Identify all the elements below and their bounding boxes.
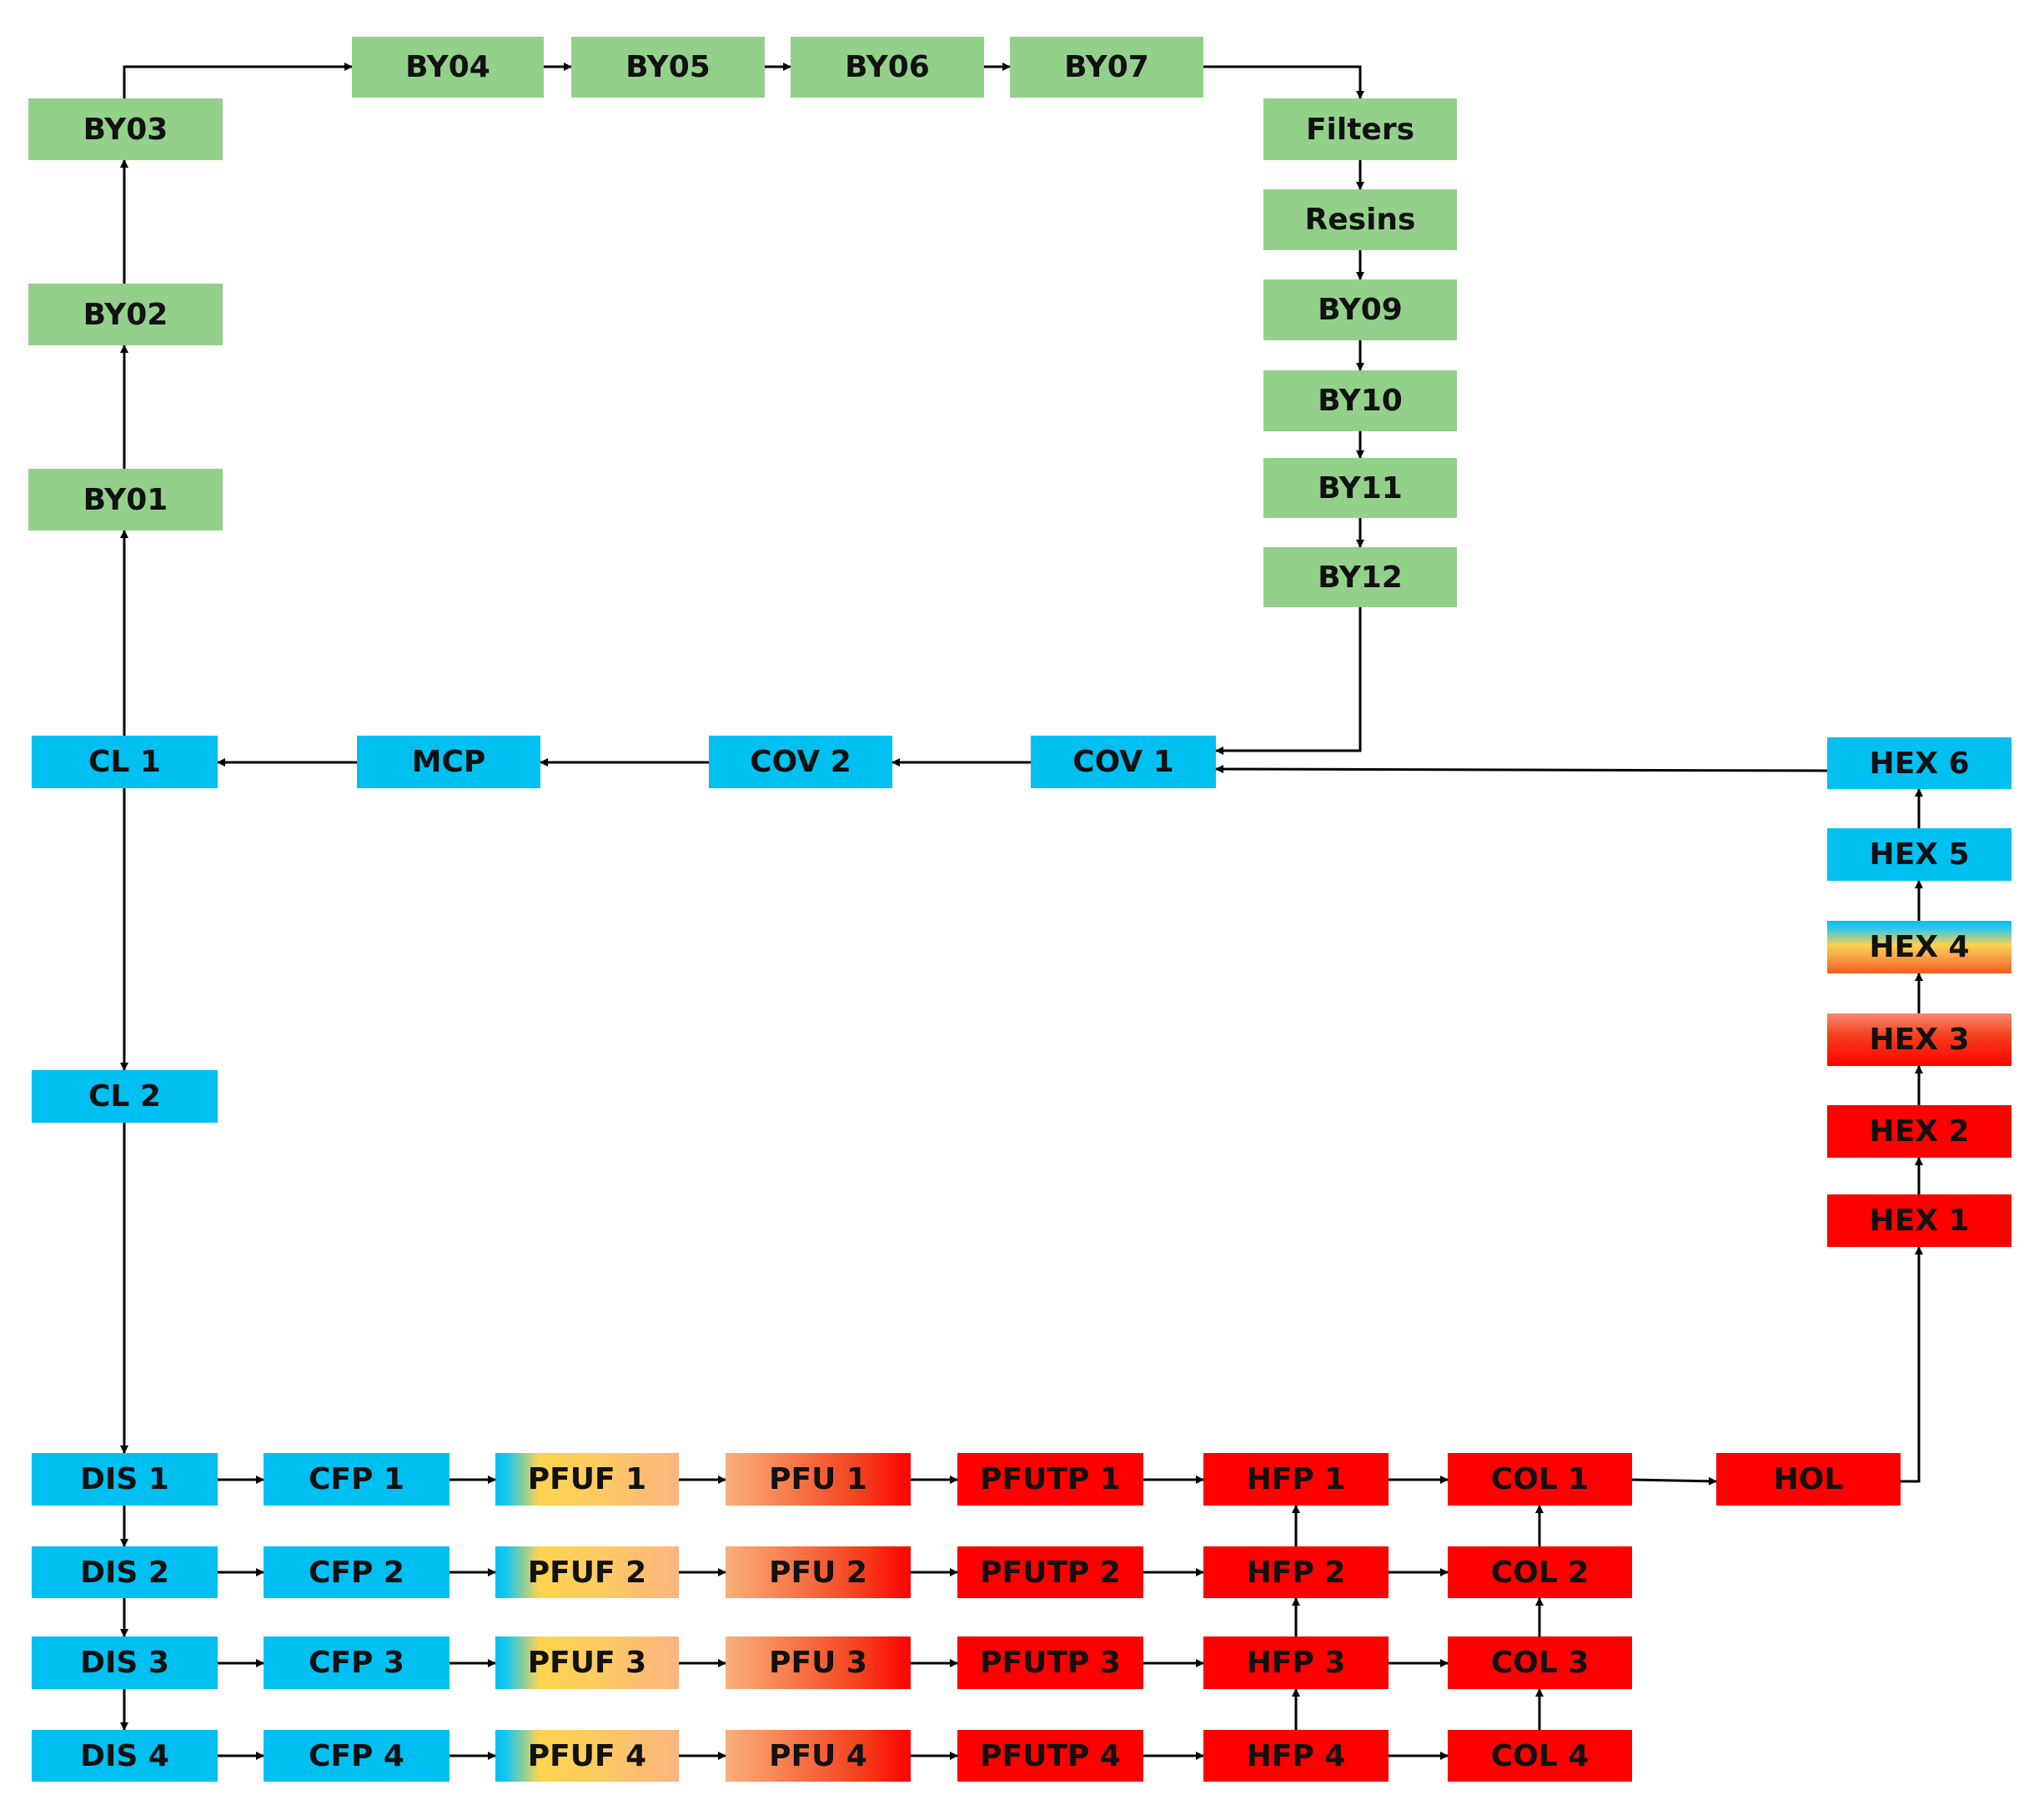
node-cov1: COV 1 [1031, 736, 1216, 788]
node-by09: BY09 [1263, 279, 1457, 340]
node-cov2: COV 2 [709, 736, 892, 788]
node-hex4: HEX 4 [1827, 921, 2011, 973]
node-by04: BY04 [352, 37, 544, 98]
node-pfuf2: PFUF 2 [495, 1546, 679, 1598]
node-hex2: HEX 2 [1827, 1105, 2011, 1158]
node-dis1: DIS 1 [32, 1453, 218, 1506]
node-pfu4: PFU 4 [726, 1730, 911, 1782]
node-by06: BY06 [791, 37, 984, 98]
arrow-by07-to-filters [1203, 65, 1364, 99]
node-hfp2: HFP 2 [1203, 1546, 1389, 1598]
node-cfp2: CFP 2 [264, 1546, 449, 1598]
node-filters: Filters [1263, 98, 1457, 160]
arrow-hol-to-hex1 [1901, 1246, 1923, 1483]
arrow-hex6-to-cov1 [1215, 765, 1828, 774]
node-by01: BY01 [28, 469, 223, 530]
node-by12: BY12 [1263, 547, 1457, 607]
arrow-by03-to-by04 [123, 63, 353, 98]
node-pfuf1: PFUF 1 [495, 1453, 679, 1506]
node-pfu2: PFU 2 [726, 1546, 911, 1598]
node-by05: BY05 [571, 37, 765, 98]
node-col4: COL 4 [1448, 1730, 1632, 1782]
node-col3: COL 3 [1448, 1636, 1632, 1689]
node-mcp: MCP [357, 736, 540, 788]
node-pfutp2: PFUTP 2 [957, 1546, 1143, 1598]
node-pfutp1: PFUTP 1 [957, 1453, 1143, 1506]
node-hfp1: HFP 1 [1203, 1453, 1389, 1506]
node-cfp4: CFP 4 [264, 1730, 449, 1782]
arrow-by12-to-cov1 [1215, 607, 1362, 755]
arrow-col1-to-hol [1631, 1476, 1717, 1486]
node-resins: Resins [1263, 189, 1457, 250]
node-cfp1: CFP 1 [264, 1453, 449, 1506]
node-hex5: HEX 5 [1827, 828, 2011, 881]
node-pfutp4: PFUTP 4 [957, 1730, 1143, 1782]
node-pfu3: PFU 3 [726, 1636, 911, 1689]
node-hfp3: HFP 3 [1203, 1636, 1389, 1689]
node-cl1: CL 1 [32, 736, 218, 788]
node-by02: BY02 [28, 284, 223, 345]
node-by03: BY03 [28, 98, 223, 160]
node-by11: BY11 [1263, 458, 1457, 518]
node-dis2: DIS 2 [32, 1546, 218, 1598]
node-by07: BY07 [1010, 37, 1203, 98]
node-col1: COL 1 [1448, 1453, 1632, 1506]
node-hol: HOL [1716, 1453, 1901, 1506]
node-by10: BY10 [1263, 370, 1457, 431]
node-pfuf4: PFUF 4 [495, 1730, 679, 1782]
node-pfuf3: PFUF 3 [495, 1636, 679, 1689]
node-col2: COL 2 [1448, 1546, 1632, 1598]
node-cl2: CL 2 [32, 1070, 218, 1123]
node-hfp4: HFP 4 [1203, 1730, 1389, 1782]
node-dis4: DIS 4 [32, 1730, 218, 1782]
node-hex1: HEX 1 [1827, 1194, 2011, 1247]
node-cfp3: CFP 3 [264, 1636, 449, 1689]
node-pfutp3: PFUTP 3 [957, 1636, 1143, 1689]
node-hex6: HEX 6 [1827, 737, 2011, 789]
node-pfu1: PFU 1 [726, 1453, 911, 1506]
node-dis3: DIS 3 [32, 1636, 218, 1689]
node-hex3: HEX 3 [1827, 1013, 2011, 1066]
